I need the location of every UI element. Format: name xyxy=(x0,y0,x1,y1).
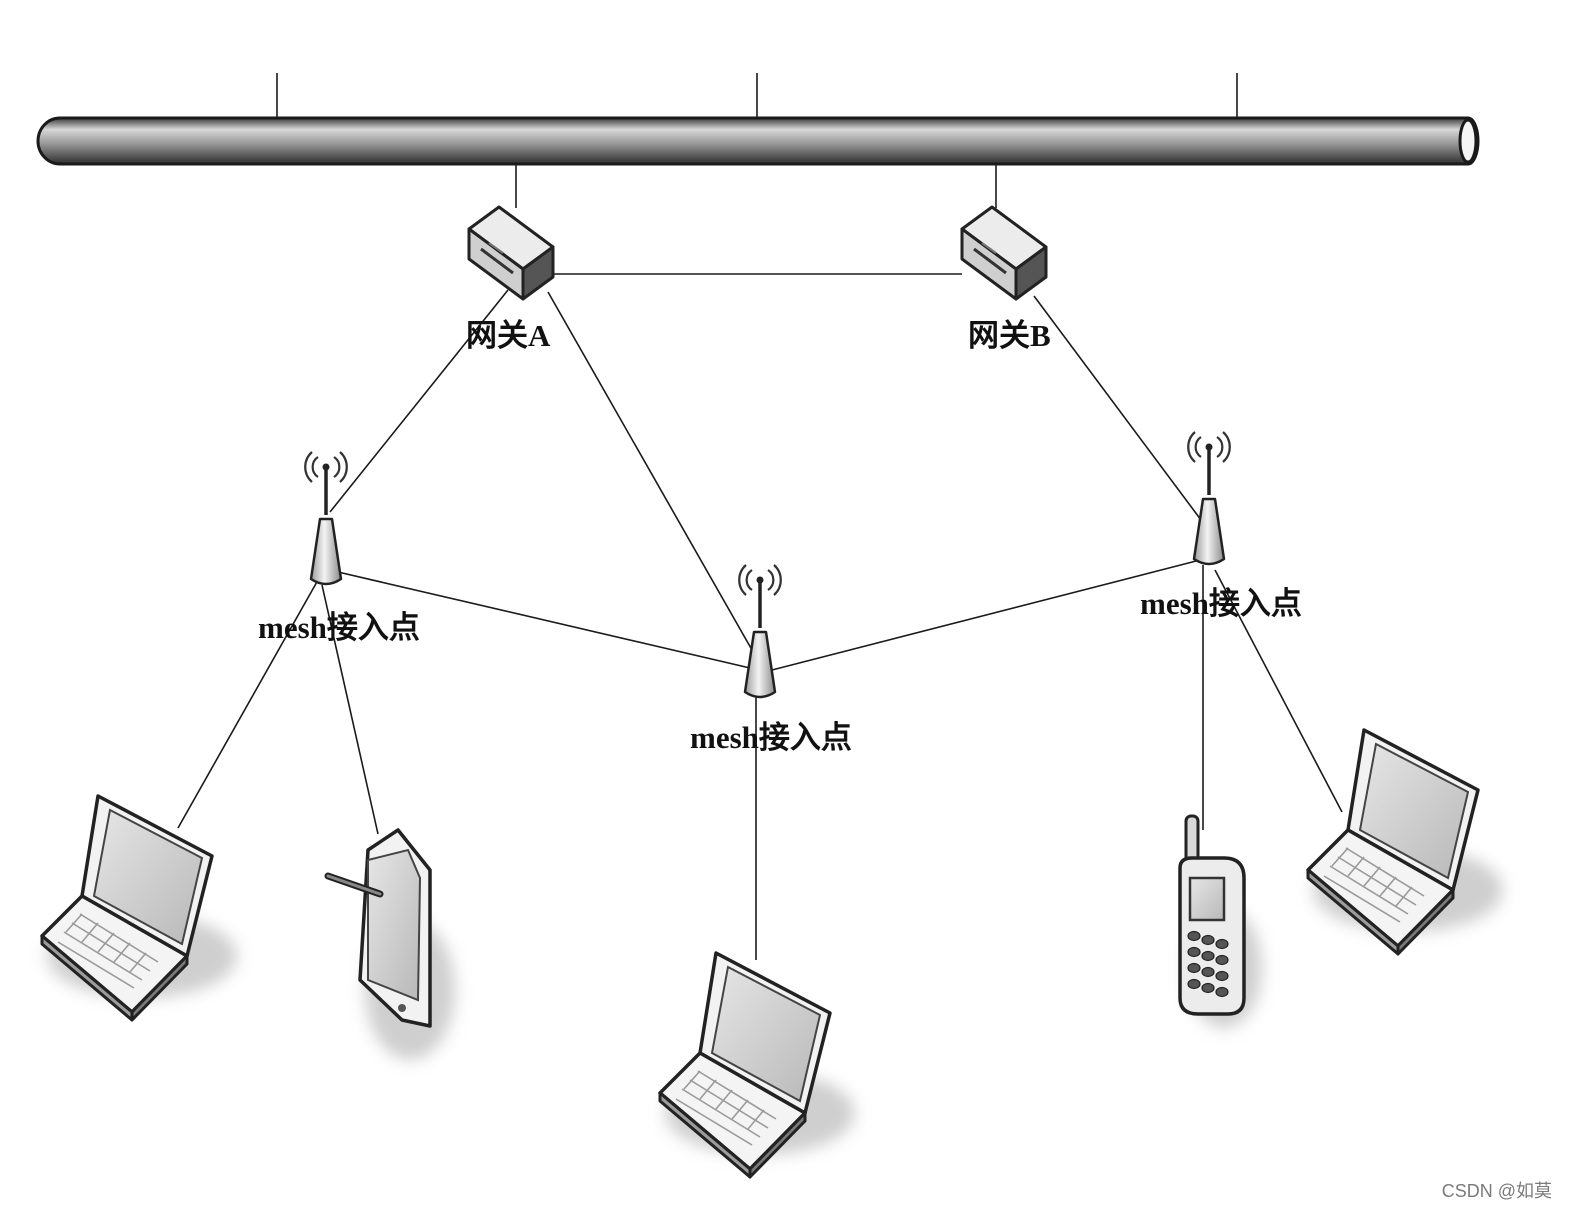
link-mesh-left-tablet xyxy=(321,584,379,835)
mesh-access-point-left: mesh接入点 xyxy=(258,450,420,645)
gateway-router-icon xyxy=(960,205,1048,301)
wireless-antenna-icon xyxy=(303,450,349,586)
wireless-antenna-icon xyxy=(737,563,783,699)
link-mesh-right-laptop xyxy=(1214,569,1343,813)
mesh-access-point-right: mesh接入点 xyxy=(1140,430,1302,621)
tablet-icon xyxy=(328,830,455,1060)
gateway-a: 网关A xyxy=(466,205,555,353)
link-mesh-left-laptop xyxy=(177,579,319,829)
backbone-pipe-icon xyxy=(36,73,1480,166)
link-gateway-a-mesh-center xyxy=(547,291,753,651)
mobile-phone-icon xyxy=(1180,816,1262,1028)
gateway-a-label: 网关A xyxy=(466,318,551,353)
link-mesh-left-mesh-center xyxy=(337,571,751,669)
gateway-b: 网关B xyxy=(960,205,1051,353)
laptop-icon xyxy=(42,796,237,1020)
gateway-b-label: 网关B xyxy=(968,318,1051,353)
link-mesh-center-mesh-right xyxy=(771,559,1201,671)
laptop-icon xyxy=(660,953,855,1177)
laptop-icon xyxy=(1308,730,1503,954)
link-gateway-b-mesh-right xyxy=(1033,295,1205,525)
watermark: CSDN @如莫 xyxy=(1441,1181,1552,1201)
gateway-router-icon xyxy=(467,205,555,301)
mesh-access-point-center: mesh接入点 xyxy=(690,563,852,755)
mesh-center-label: mesh接入点 xyxy=(690,720,852,755)
link-gateway-a-mesh-left xyxy=(329,289,509,513)
mesh-right-label: mesh接入点 xyxy=(1140,586,1302,621)
mesh-left-label: mesh接入点 xyxy=(258,610,420,645)
connection-links xyxy=(177,164,1343,960)
wireless-antenna-icon xyxy=(1186,430,1232,566)
